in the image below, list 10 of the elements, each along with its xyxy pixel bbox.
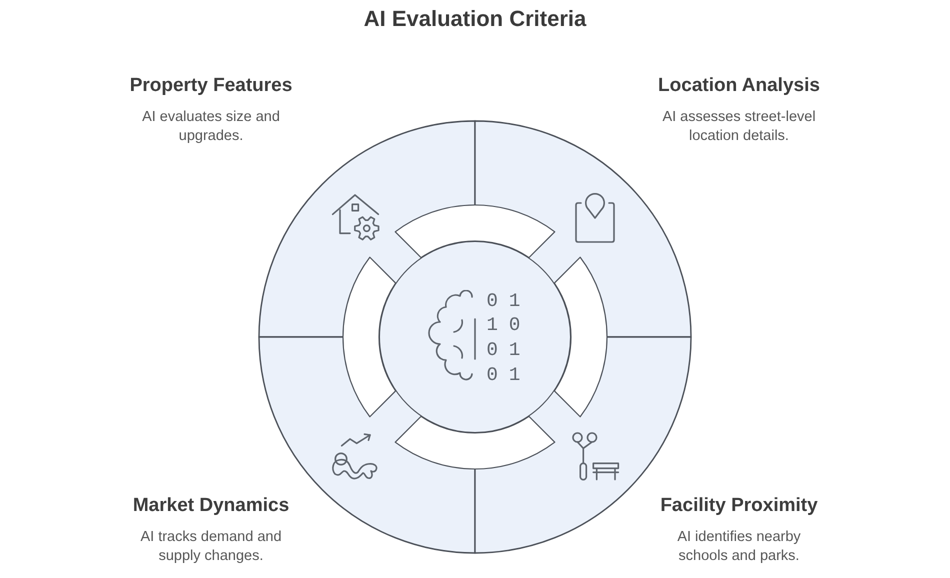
segment-description: AI evaluates size and upgrades.	[141, 108, 281, 146]
segment-description: AI identifies nearby schools and parks.	[676, 528, 802, 566]
diagram-title: AI Evaluation Criteria	[364, 5, 586, 33]
segment-description: AI tracks demand and supply changes.	[139, 528, 283, 566]
segment-heading: Property Features	[130, 74, 292, 98]
binary-digits: 01 10 01 01	[486, 288, 532, 388]
segment-heading: Facility Proximity	[660, 494, 818, 518]
segment-heading: Market Dynamics	[132, 494, 290, 518]
segment-description: AI assesses street-level location details.	[661, 108, 817, 146]
segment-heading: Location Analysis	[658, 74, 820, 98]
